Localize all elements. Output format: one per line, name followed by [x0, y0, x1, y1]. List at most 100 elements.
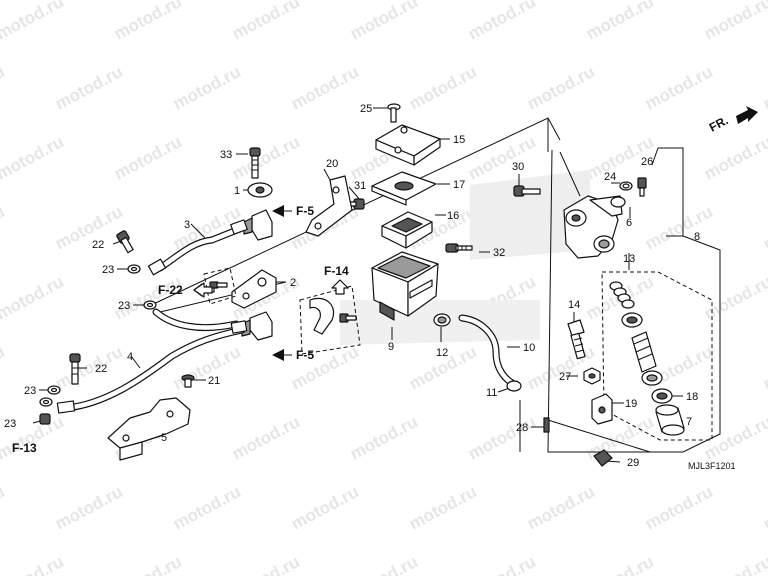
part-20-bracket	[305, 175, 353, 237]
part-28-cotter	[543, 417, 550, 433]
watermark-text: motod.ru	[347, 412, 421, 463]
callout-labels: 1 2 3 4 5 6 7 8 9 10 11 12 13 14 15 16 1…	[4, 103, 700, 469]
part-29-pin	[593, 449, 613, 467]
part-7-boot	[655, 404, 685, 436]
callout-1: 1	[234, 185, 240, 197]
part-27-nut	[583, 367, 601, 385]
callout-8: 8	[694, 231, 700, 243]
part-25-screw	[387, 103, 401, 123]
part-4-hose	[56, 308, 248, 414]
callout-17: 17	[453, 179, 465, 191]
watermark-text: motod.ru	[229, 0, 303, 44]
callout-12: 12	[436, 347, 448, 359]
callout-19: 19	[625, 398, 637, 410]
part-22-bolt-lower	[69, 353, 81, 385]
part-10-hose	[458, 314, 518, 388]
part-22-bolt-upper	[116, 230, 134, 254]
watermark-text: motod.ru	[288, 62, 362, 113]
callout-18: 18	[686, 391, 698, 403]
part-23-fitting	[39, 413, 51, 425]
f14-detail	[309, 279, 357, 335]
part-5-bracket	[107, 397, 191, 461]
callout-22-lower: 22	[95, 363, 107, 375]
watermark-text: motod.ru	[0, 0, 67, 44]
callout-30: 30	[512, 161, 524, 173]
watermark-text: motod.ru	[0, 342, 8, 393]
f22-arrow-icon	[193, 282, 213, 298]
watermark-text: motod.ru	[465, 412, 539, 463]
ref-f5-lower: F-5	[296, 348, 314, 362]
callout-32: 32	[493, 247, 505, 259]
part-30-bolt	[513, 185, 541, 197]
callout-4: 4	[127, 351, 133, 363]
watermark-text: motod.ru	[701, 272, 768, 323]
part-16-diaphragm	[381, 211, 433, 249]
watermark-text: motod.ru	[111, 552, 185, 576]
callout-5: 5	[161, 432, 167, 444]
watermark-text: motod.ru	[111, 0, 185, 44]
callout-21: 21	[208, 375, 220, 387]
spring	[609, 281, 635, 309]
callout-23-c: 23	[24, 385, 36, 397]
watermark-text: motod.ru	[111, 272, 185, 323]
watermark-text: motod.ru	[288, 482, 362, 533]
watermark-text: motod.ru	[111, 132, 185, 183]
watermark-text: motod.ru	[52, 342, 126, 393]
part-23-washers	[39, 264, 157, 407]
watermark-text: motod.ru	[465, 0, 539, 44]
watermark-text: motod.ru	[347, 0, 421, 44]
watermark-text: motod.ru	[0, 202, 8, 253]
ref-f22: F-22	[158, 283, 183, 297]
watermark-text: motod.ru	[524, 482, 598, 533]
part-19-clevis	[591, 393, 613, 425]
callout-6: 6	[626, 217, 632, 229]
watermark-text: motod.ru	[524, 62, 598, 113]
watermark-text: motod.ru	[760, 202, 768, 253]
callout-9: 9	[388, 341, 394, 353]
callout-23-d: 23	[4, 418, 16, 430]
callout-23-b: 23	[118, 300, 130, 312]
watermark-text: motod.ru	[760, 342, 768, 393]
part-6-oring	[610, 196, 626, 208]
fr-arrow-icon	[736, 106, 758, 124]
part-17-plate	[371, 171, 437, 206]
callout-22-upper: 22	[92, 239, 104, 251]
callout-13: 13	[623, 253, 635, 265]
part-26-bolt	[637, 177, 647, 197]
part-33-bolt	[249, 147, 261, 179]
ref-f5-upper: F-5	[296, 204, 314, 218]
watermark-text: motod.ru	[52, 482, 126, 533]
part-9-reservoir	[371, 251, 439, 321]
watermark-text: motod.ru	[406, 62, 480, 113]
watermark-text: motod.ru	[0, 482, 8, 533]
watermark-text: motod.ru	[642, 62, 716, 113]
part-14-pushrod	[567, 319, 586, 360]
f5-arrow-upper-icon	[272, 205, 292, 217]
watermark-text: motod.ru	[0, 272, 67, 323]
watermark-text: motod.ru	[0, 552, 67, 576]
callout-27: 27	[559, 371, 571, 383]
part-11-clip	[506, 380, 522, 392]
part-21-bolt	[181, 374, 195, 388]
watermark-text: motod.ru	[701, 0, 768, 44]
watermark-text: motod.ru	[170, 482, 244, 533]
watermark-text: motod.ru	[465, 552, 539, 576]
watermark-text: motod.ru	[760, 62, 768, 113]
callout-28: 28	[516, 422, 528, 434]
ref-f13: F-13	[12, 441, 37, 455]
part-3-hose	[147, 219, 248, 276]
direction-label: FR.	[707, 113, 731, 134]
watermark-text: motod.ru	[701, 132, 768, 183]
watermark-text: motod.ru	[229, 412, 303, 463]
ref-f14: F-14	[324, 264, 349, 278]
master-cylinder-body	[559, 151, 623, 259]
part-1-joint	[247, 182, 273, 198]
callout-7: 7	[686, 416, 692, 428]
part-2-3way-joint	[231, 269, 277, 309]
callout-29: 29	[627, 457, 639, 469]
part-12-clamp	[433, 313, 451, 327]
part-24-ring	[619, 181, 633, 191]
watermark-text: motod.ru	[0, 62, 8, 113]
